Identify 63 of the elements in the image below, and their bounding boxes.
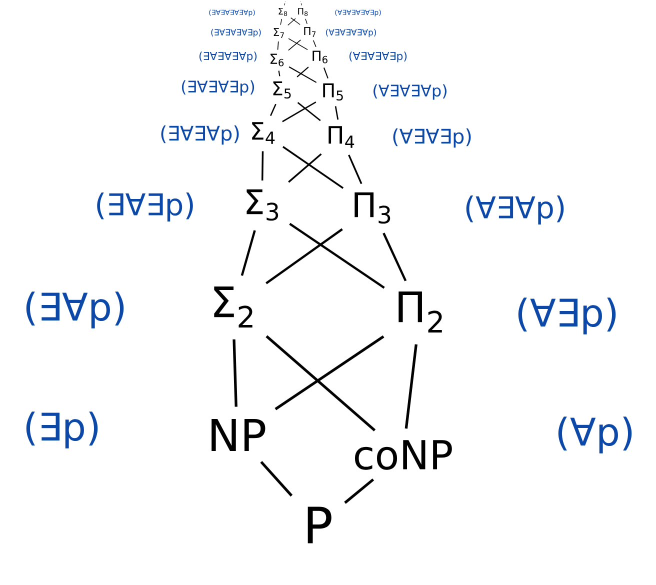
connector-line bbox=[312, 40, 316, 48]
class-label: Σ$_{5}$ bbox=[273, 81, 291, 99]
class-label: Π$_{5}$ bbox=[323, 83, 343, 101]
class-label: Σ$_{6}$ bbox=[270, 54, 284, 66]
connector-line bbox=[296, 66, 309, 78]
quantifier-label: (∀∃∀∃∀∃∀p) bbox=[326, 28, 376, 38]
connector-line bbox=[280, 18, 282, 26]
connector-line bbox=[274, 335, 384, 410]
connector-line bbox=[288, 38, 308, 50]
connector-line bbox=[266, 228, 343, 284]
connector-line bbox=[288, 40, 302, 51]
connector-line bbox=[344, 478, 374, 504]
class-label: P bbox=[308, 506, 332, 544]
class-label: Π$_{3}$ bbox=[354, 192, 390, 224]
class-label: Π$_{2}$ bbox=[398, 292, 442, 332]
connector-line bbox=[305, 18, 308, 24]
connector-line bbox=[277, 41, 279, 50]
quantifier-label: (∃∀∃∀∃∀p) bbox=[199, 52, 257, 62]
class-label: coNP bbox=[354, 440, 452, 470]
quantifier-label: (∃p) bbox=[26, 412, 98, 448]
connector-line bbox=[300, 1, 302, 6]
connector-line bbox=[270, 104, 276, 116]
quantifier-label: (∀∃∀∃p) bbox=[393, 128, 471, 148]
class-label: Π$_{4}$ bbox=[328, 126, 354, 148]
connector-line bbox=[261, 151, 264, 180]
quantifier-label: (∀∃∀∃∀p) bbox=[374, 84, 446, 100]
quantifier-label: (∀∃∀∃∀∃p) bbox=[349, 52, 407, 62]
quantifier-label: (∃∀∃∀∃p) bbox=[182, 80, 254, 96]
connector-line bbox=[284, 1, 286, 6]
class-label: Π$_{6}$ bbox=[312, 50, 328, 64]
class-label: Σ$_{8}$ bbox=[278, 8, 288, 16]
connector-line bbox=[334, 106, 339, 120]
quantifier-label: (∃∀∃∀∃∀∃p) bbox=[211, 28, 261, 38]
class-label: Σ$_{3}$ bbox=[246, 189, 278, 221]
connector-line bbox=[282, 101, 316, 122]
connector-line bbox=[290, 17, 300, 25]
quantifier-label: (∃∀p) bbox=[26, 292, 124, 328]
quantifier-label: (∀∃∀p) bbox=[466, 195, 564, 224]
connector-line bbox=[323, 67, 328, 78]
class-label: Π$_{8}$ bbox=[298, 8, 308, 16]
class-label: NP bbox=[212, 418, 266, 452]
connector-line bbox=[260, 460, 293, 497]
connector-line bbox=[288, 153, 322, 183]
connector-line bbox=[232, 339, 238, 407]
connector-line bbox=[289, 222, 385, 289]
connector-line bbox=[266, 335, 376, 432]
quantifier-label: (∃∀∃∀p) bbox=[161, 125, 239, 145]
connector-line bbox=[297, 102, 321, 122]
class-label: Π$_{7}$ bbox=[304, 27, 316, 37]
class-label: Σ$_{7}$ bbox=[274, 28, 284, 38]
quantifier-label: (∀∃p) bbox=[518, 298, 616, 334]
connector-line bbox=[282, 146, 344, 189]
quantifier-label: (∀p) bbox=[558, 416, 632, 454]
connector-line bbox=[240, 230, 256, 276]
connector-line bbox=[288, 66, 317, 83]
class-label: Σ$_{4}$ bbox=[252, 122, 275, 144]
class-label: Σ$_{2}$ bbox=[214, 286, 252, 328]
connector-line bbox=[382, 232, 407, 282]
connector-line bbox=[348, 154, 362, 184]
connector-line bbox=[404, 344, 418, 429]
connector-line bbox=[288, 18, 296, 26]
connector-line bbox=[278, 70, 280, 76]
quantifier-label: (∃∀∃p) bbox=[97, 192, 193, 222]
